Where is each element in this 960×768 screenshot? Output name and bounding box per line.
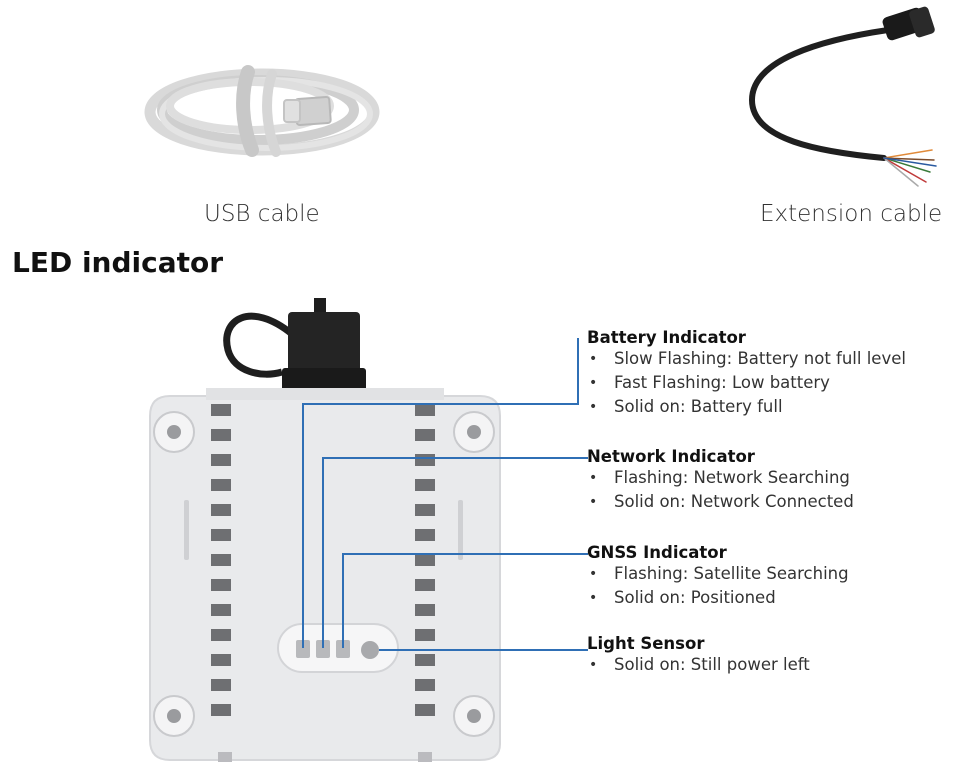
extension-cable-caption: Extension cable [760,201,943,227]
gnss-leader-line [342,553,588,648]
usb-cable-caption: USB cable [204,201,320,227]
battery-indicator-block: Battery Indicator Slow Flashing: Battery… [587,328,906,419]
network-indicator-block: Network Indicator Flashing: Network Sear… [587,447,854,514]
light-sensor-title: Light Sensor [587,634,705,653]
gnss-indicator-title: GNSS Indicator [587,543,727,562]
battery-indicator-item: Fast Flashing: Low battery [587,371,906,395]
light-sensor-item: Solid on: Still power left [587,653,810,677]
usb-cable-image [144,65,380,157]
network-leader-line [322,457,588,648]
device-image [149,298,501,762]
network-indicator-item: Solid on: Network Connected [587,490,854,514]
leader-lines [302,338,588,651]
extension-cable-image [748,6,937,187]
battery-indicator-item: Solid on: Battery full [587,395,906,419]
gnss-indicator-item: Flashing: Satellite Searching [587,562,849,586]
battery-indicator-item: Slow Flashing: Battery not full level [587,347,906,371]
light-sensor-block: Light Sensor Solid on: Still power left [587,634,810,677]
network-indicator-title: Network Indicator [587,447,755,466]
gnss-indicator-block: GNSS Indicator Flashing: Satellite Searc… [587,543,849,610]
battery-indicator-title: Battery Indicator [587,328,746,347]
section-title: LED indicator [12,246,224,279]
battery-leader-line [302,338,579,648]
gnss-indicator-item: Solid on: Positioned [587,586,849,610]
network-indicator-item: Flashing: Network Searching [587,466,854,490]
